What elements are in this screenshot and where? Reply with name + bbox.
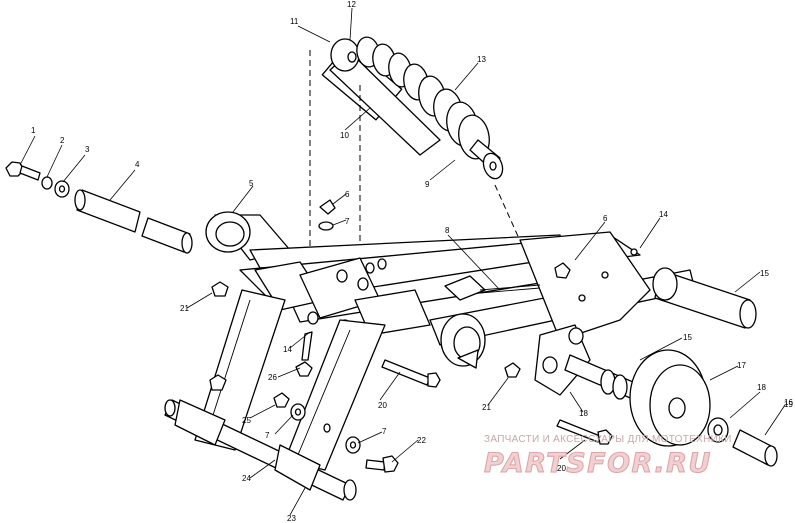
callout-10: 10 (340, 131, 349, 140)
callout-18: 18 (757, 383, 766, 392)
callout-15: 15 (760, 269, 769, 278)
eye-bolt (444, 275, 541, 301)
wheel-axle (564, 354, 641, 401)
callout-20: 20 (557, 464, 566, 473)
watermark: ЗАПЧАСТИ И АКСЕССУАРЫ ДЛЯ МОТОТЕХНИКИ PA… (483, 434, 732, 480)
callout-16: 16 (784, 398, 793, 407)
leader-lines (19, 7, 786, 516)
center-tube (440, 313, 486, 369)
callout-25: 25 (242, 416, 251, 425)
callout-8: 8 (445, 226, 450, 235)
watermark-tagline: ЗАПЧАСТИ И АКСЕССУАРЫ ДЛЯ МОТОТЕХНИКИ (484, 434, 732, 445)
callout-22: 22 (417, 436, 426, 445)
callout-11: 11 (290, 17, 299, 26)
callout-24: 24 (242, 474, 251, 483)
bolts (365, 359, 613, 473)
callout-9: 9 (425, 180, 430, 189)
callout-numbers: 1 2 3 4 5 6 6 7 7 7 8 9 10 11 12 13 14 1… (31, 0, 793, 523)
front-arm-right (284, 319, 386, 471)
callout-14: 14 (283, 345, 292, 354)
callout-17: 17 (737, 361, 746, 370)
callout-6: 6 (603, 214, 608, 223)
callout-3: 3 (85, 145, 90, 154)
callout-19: 19 (784, 400, 793, 409)
callout-21: 21 (180, 304, 189, 313)
callout-15: 15 (683, 333, 692, 342)
callout-7: 7 (265, 431, 270, 440)
shock-absorber (321, 36, 504, 180)
spacer-tube (732, 429, 778, 467)
lower-cross-shaft (164, 399, 357, 501)
callout-1: 1 (31, 126, 36, 135)
hardware-small (211, 262, 571, 454)
callout-6: 6 (345, 190, 350, 199)
left-pin-assembly (5, 161, 193, 254)
rear-shaft (652, 267, 757, 329)
callout-7: 7 (345, 217, 350, 226)
callout-23: 23 (287, 514, 296, 523)
callout-18: 18 (579, 409, 588, 418)
callout-12: 12 (347, 0, 356, 9)
callout-20: 20 (378, 401, 387, 410)
idler-wheel (629, 349, 711, 447)
callout-13: 13 (477, 55, 486, 64)
callout-21: 21 (482, 403, 491, 412)
wheel-washer (707, 417, 729, 443)
callout-7: 7 (382, 427, 387, 436)
watermark-brand: PARTSFOR.RU (484, 448, 712, 479)
callout-5: 5 (249, 179, 254, 188)
callout-26: 26 (268, 373, 277, 382)
callout-2: 2 (60, 136, 65, 145)
callout-4: 4 (135, 160, 140, 169)
callout-14: 14 (659, 210, 668, 219)
rear-bracket (534, 324, 591, 396)
